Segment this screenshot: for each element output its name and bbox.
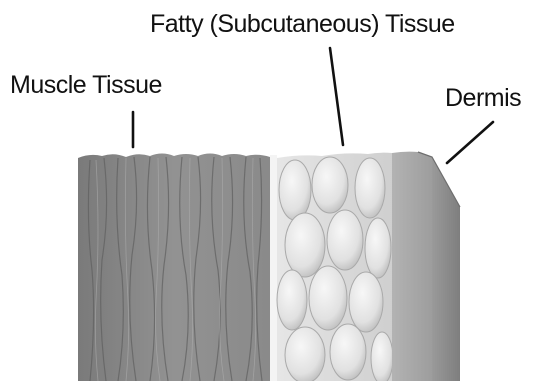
fatty-leader-line xyxy=(330,48,343,145)
fascia-membrane xyxy=(270,155,277,381)
dermis-leader-line xyxy=(447,122,493,163)
dermis-layer xyxy=(392,152,460,381)
dermis-label: Dermis xyxy=(445,86,521,111)
leader-lines xyxy=(133,48,493,163)
muscle-tissue-label: Muscle Tissue xyxy=(10,73,162,98)
fatty-tissue-label: Fatty (Subcutaneous) Tissue xyxy=(150,12,455,37)
muscle-tissue-layer xyxy=(78,154,270,381)
fatty-tissue-layer xyxy=(277,153,393,381)
